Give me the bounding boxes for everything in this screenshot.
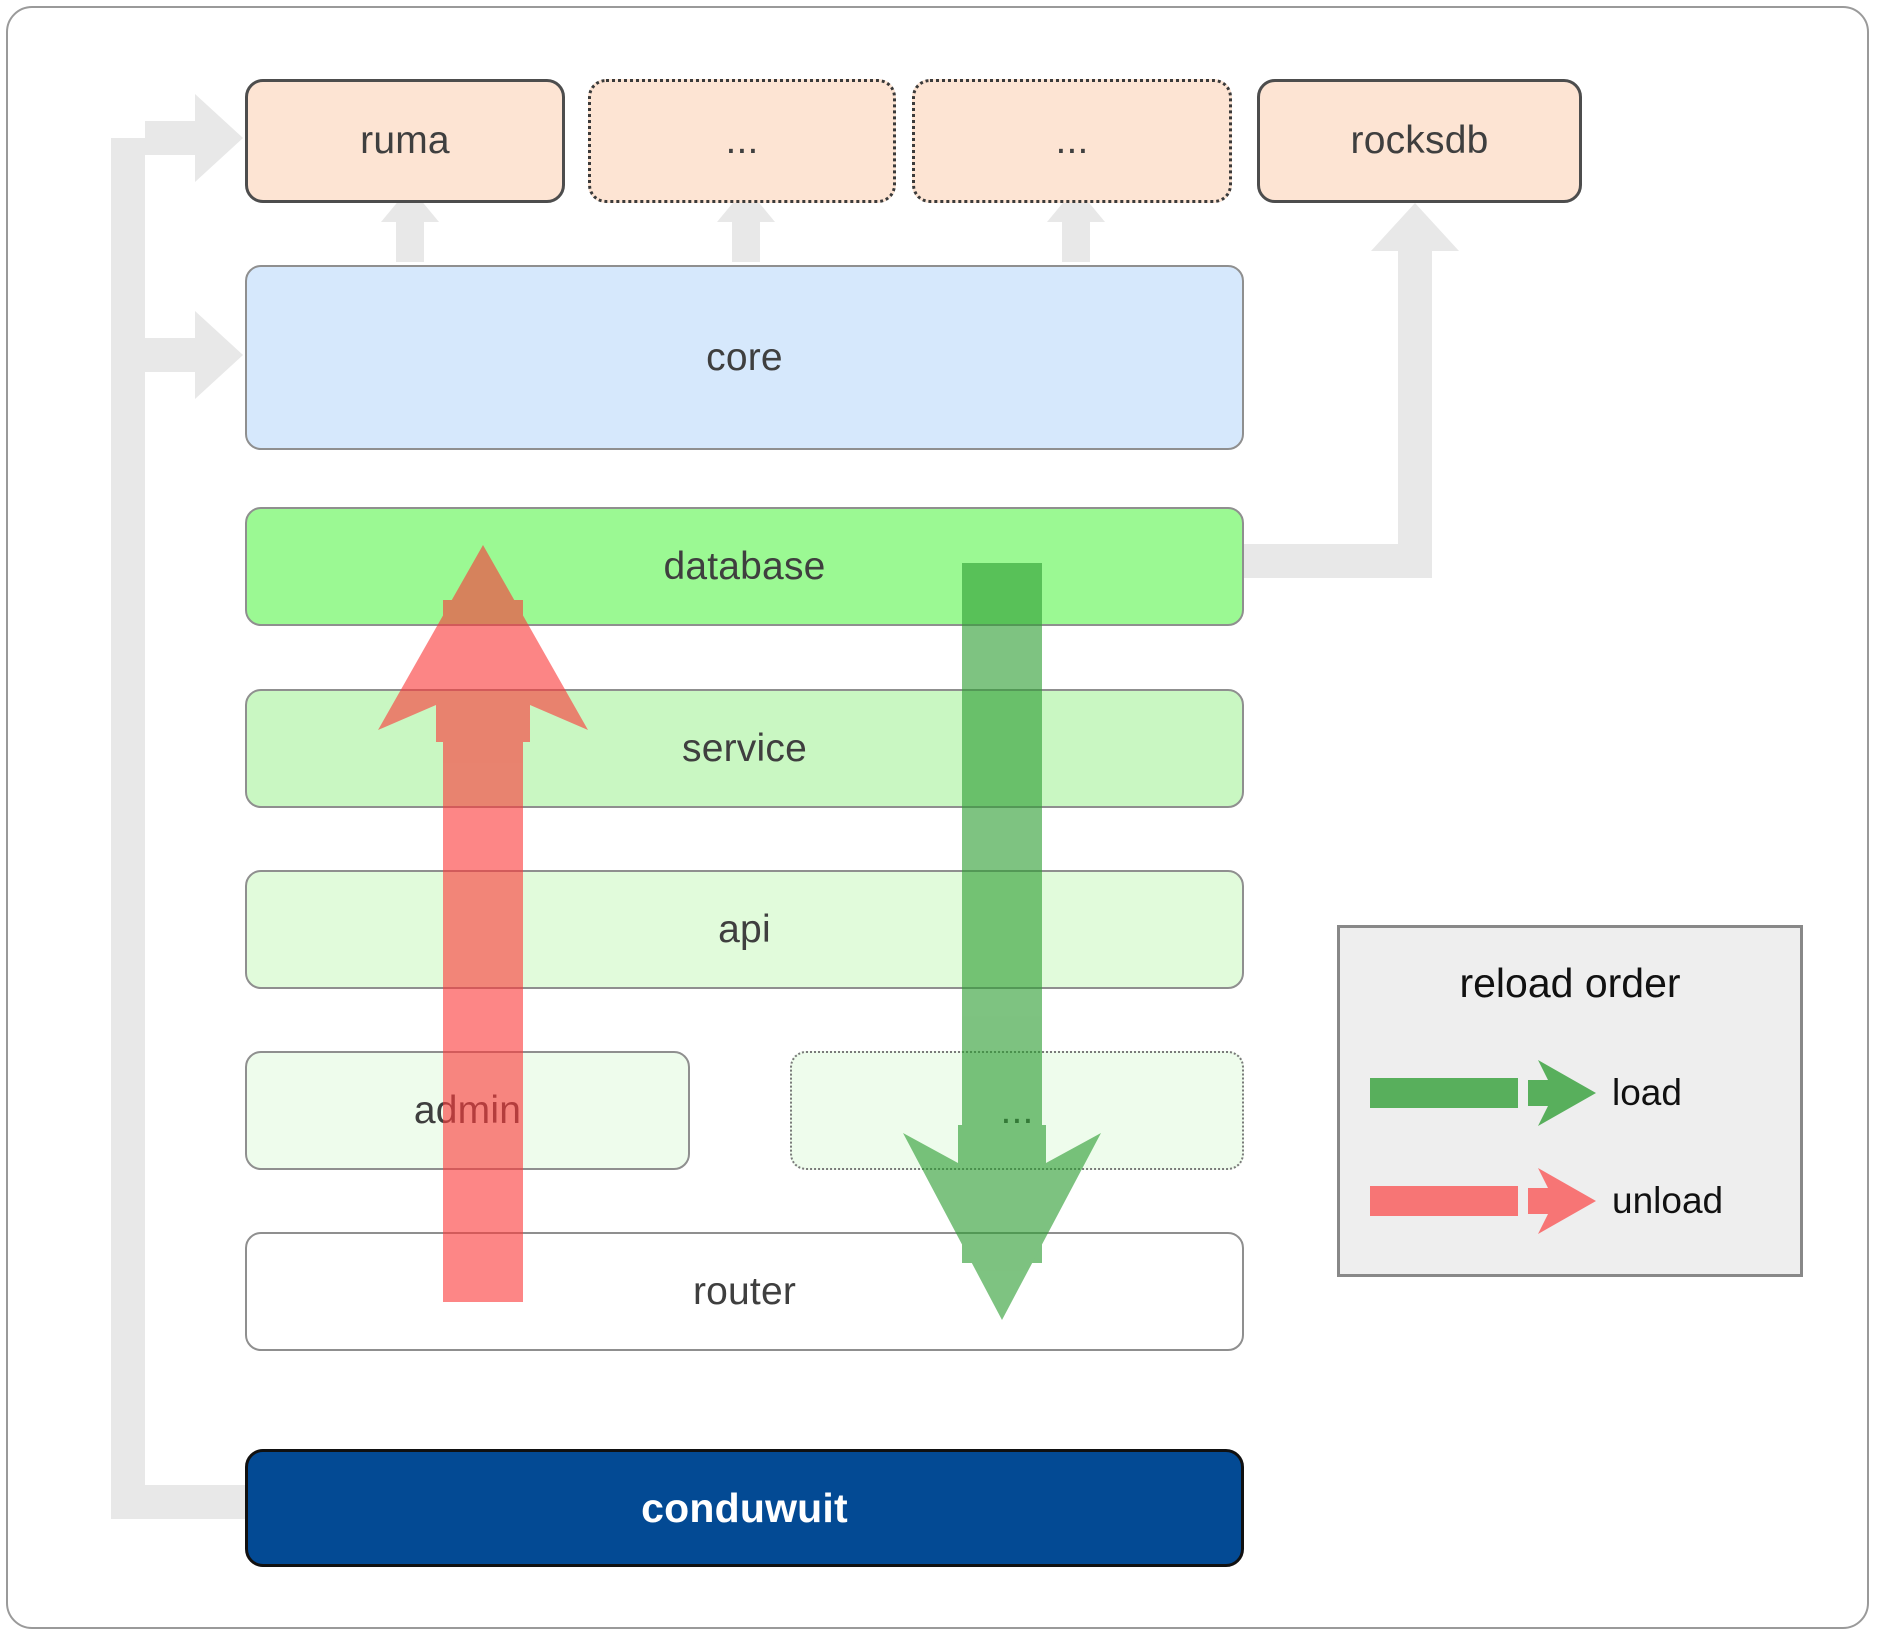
node-dep-ellipsis-2[interactable]: ...: [912, 79, 1232, 203]
legend-load-label: load: [1612, 1072, 1682, 1113]
legend-unload-label: unload: [1612, 1180, 1724, 1221]
connector-arrow-core-dep1: [717, 187, 775, 262]
legend-unload-arrow-icon: [1370, 1168, 1596, 1234]
node-core[interactable]: core: [245, 265, 1244, 450]
legend-panel: reload order load unload: [1337, 925, 1803, 1277]
node-conduwuit[interactable]: conduwuit: [245, 1449, 1244, 1567]
unload-arrow: [378, 545, 588, 1302]
legend-load-arrow-icon: [1370, 1060, 1596, 1126]
legend-title: reload order: [1459, 960, 1681, 1006]
load-arrow: [903, 563, 1101, 1320]
connector-database-to-rocksdb: [1243, 203, 1459, 578]
legend-row-load: load: [1340, 1048, 1800, 1138]
connector-conduwuit-stub: [111, 1485, 248, 1519]
connector-arrow-to-core: [145, 311, 243, 399]
node-router[interactable]: router: [245, 1232, 1244, 1351]
connector-arrow-core-ruma: [381, 187, 439, 262]
connector-arrow-core-dep2: [1047, 187, 1105, 262]
connector-arrow-to-ruma: [145, 94, 243, 182]
legend-row-unload: unload: [1340, 1156, 1800, 1246]
connector-trunk-left: [111, 138, 145, 1485]
node-ruma[interactable]: ruma: [245, 79, 565, 203]
